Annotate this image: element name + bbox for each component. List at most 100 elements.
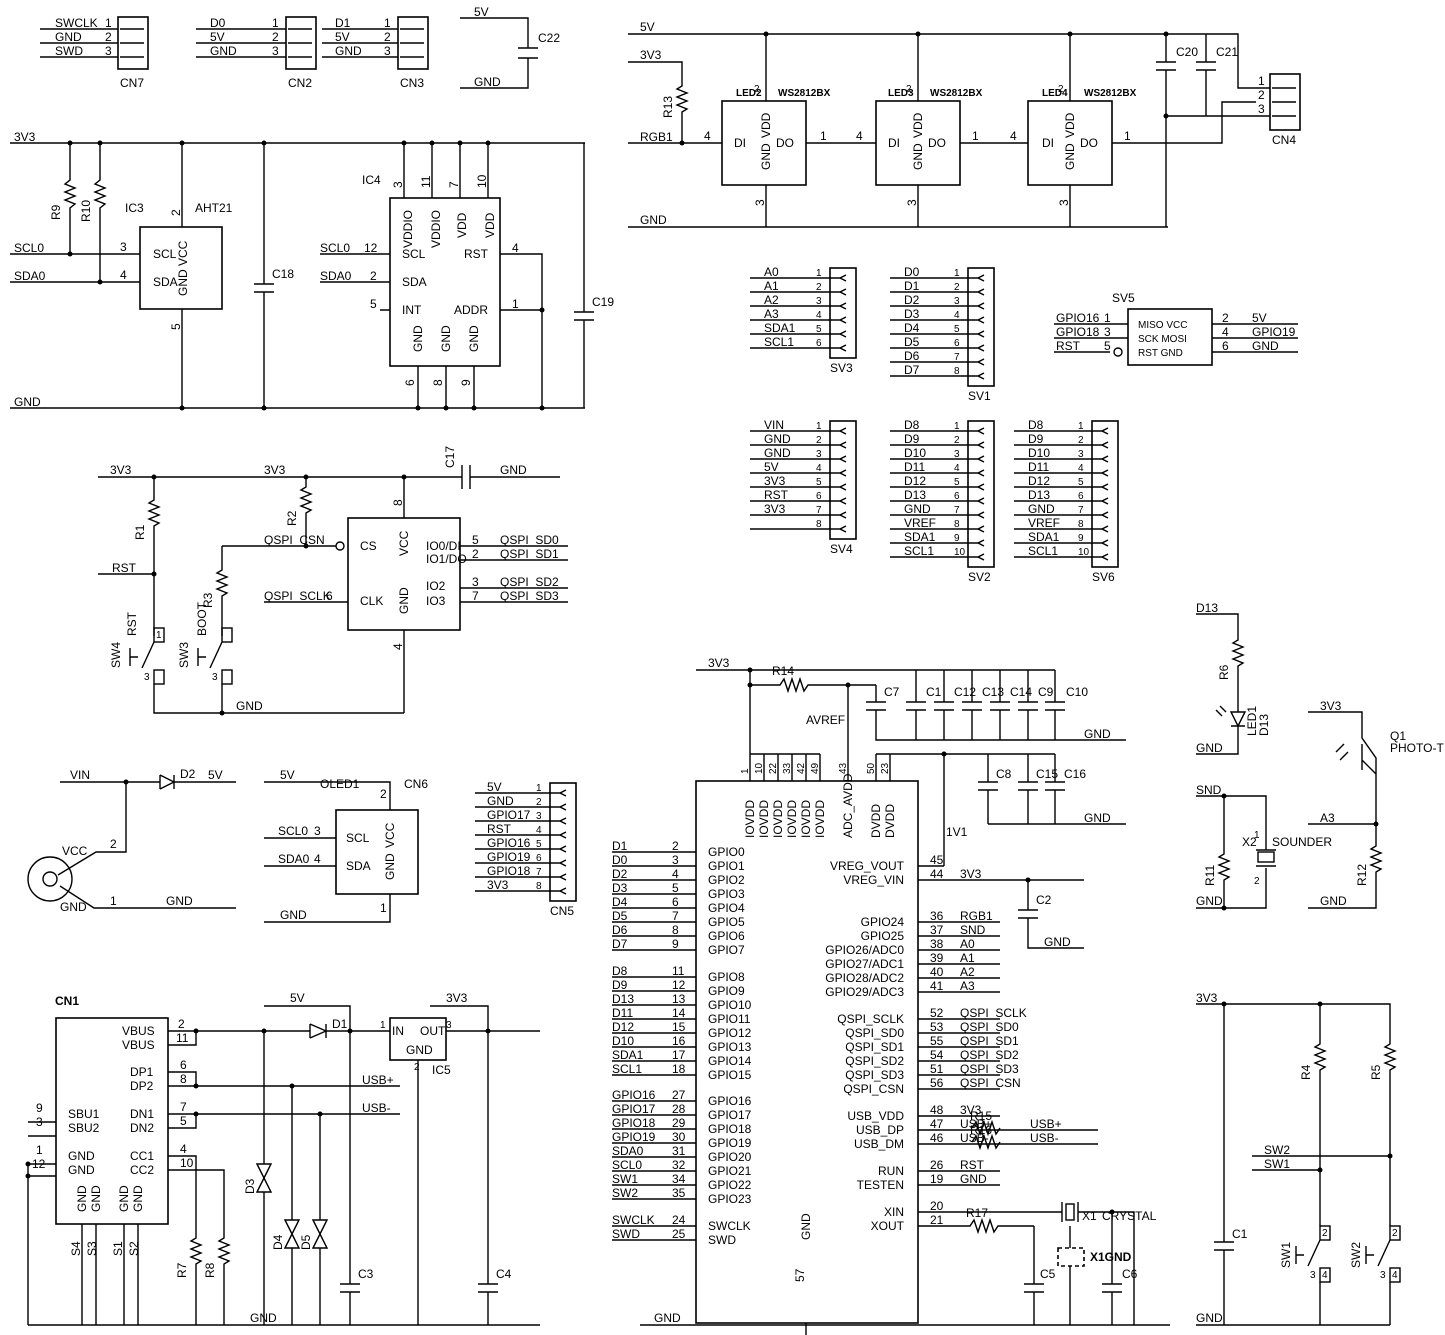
sv6-pin-num: 7 — [1078, 505, 1084, 516]
sv3-pin-wire — [750, 316, 847, 324]
usb-bot-gnd-4: GND — [131, 1185, 145, 1212]
sv5-inner-1: MISO VCC — [1138, 320, 1187, 331]
sv6-pin-label: GND — [1028, 502, 1055, 516]
mcu-left-net: D9 — [612, 978, 628, 992]
mcu-left-pin: GPIO4 — [708, 901, 745, 915]
cn5-pin-label: 3V3 — [487, 878, 509, 892]
sv2-pin-label: VREF — [904, 516, 936, 530]
sv4-pin-num: 3 — [816, 449, 822, 460]
sv2-pin-wire — [890, 525, 985, 533]
mcu-right-net: A3 — [960, 979, 975, 993]
mcu-usbp-net: USB+ — [1030, 1117, 1062, 1131]
flash-pin-7: 7 — [472, 589, 479, 603]
cn5-pin-num: 8 — [536, 881, 542, 892]
usb-bot-gnd-2: GND — [89, 1185, 103, 1212]
sv3-body — [829, 267, 857, 359]
r13-ref: R13 — [661, 96, 675, 118]
ic4-pin-12: 12 — [364, 241, 378, 255]
usb-vbus-2: VBUS — [122, 1038, 155, 1052]
mcu-left-pin: GPIO10 — [708, 998, 752, 1012]
sv5-icsp-header: SV5 GPIO16 GPIO18 RST 1 3 5 MISO VCC SCK… — [1054, 291, 1298, 366]
mcu-left-pin: SWCLK — [708, 1219, 751, 1233]
flash-gnd-pin: GND — [397, 587, 411, 614]
sv4-pin-wire — [750, 497, 847, 505]
usb-pin-11: 11 — [176, 1031, 189, 1045]
mcu-right-pin: GPIO28/ADC2 — [825, 971, 904, 985]
qspi-flash-block: 3V3 3V3 GND C17 R1 RST R2 QSPI_CSN R3 CS… — [98, 446, 568, 716]
c8-ref: C8 — [996, 767, 1012, 781]
mcu-right-net: QSPI_CSN — [960, 1076, 1021, 1090]
r12-ref: R12 — [1355, 864, 1369, 886]
mcu-top-num: 49 — [810, 762, 821, 774]
mcu-right-net: GND — [960, 1172, 987, 1186]
mcu-left-net: D5 — [612, 909, 628, 923]
mcu-left-pin: GPIO13 — [708, 1040, 752, 1054]
sv6-pin-label: SDA1 — [1028, 530, 1060, 544]
mcu-left-net: SWCLK — [612, 1213, 655, 1227]
sv6-pin-label: VREF — [1028, 516, 1060, 530]
ic3-sda-pin: SDA — [153, 275, 178, 289]
c15-ref: C15 — [1036, 767, 1058, 781]
sv5-inner-3: RST GND — [1138, 348, 1183, 359]
flash-pin-8: 8 — [391, 499, 405, 506]
sv1-pin-label: D6 — [904, 349, 920, 363]
oled-scl-pin: SCL — [346, 831, 370, 845]
mcu-top-num: 43 — [838, 762, 849, 774]
mcu-right-pin: USB_DP — [856, 1123, 904, 1137]
sv1-pin-label: D1 — [904, 279, 920, 293]
mcu-left-net: D12 — [612, 1020, 634, 1034]
r2-ref: R2 — [285, 510, 299, 526]
sv4-pin-num: 2 — [816, 435, 822, 446]
oled-gnd-label: GND — [280, 908, 307, 922]
usb-bot-gnd-3: GND — [117, 1185, 131, 1212]
c7-ref: C7 — [884, 685, 900, 699]
sv3-pin-label: SDA1 — [764, 321, 796, 335]
ic4-pin-4: 4 — [512, 241, 519, 255]
mcu-left-num: 12 — [672, 978, 686, 992]
c20-ref: C20 — [1176, 45, 1198, 59]
mcu-3v3-label: 3V3 — [708, 656, 730, 670]
cn5-pin-wire — [475, 817, 567, 825]
r9-ref: R9 — [49, 204, 63, 220]
sw1-ref: SW1 — [1279, 1242, 1293, 1268]
sv4-pin-num: 6 — [816, 491, 822, 502]
oled-ref: OLED1 — [320, 777, 360, 791]
aht-sda0-label: SDA0 — [14, 269, 46, 283]
sv2-pin-label: D8 — [904, 418, 920, 432]
mcu-left-pin: GPIO3 — [708, 887, 745, 901]
flash-sd2-net: QSPI_SD2 — [500, 575, 559, 589]
usb-s4: S4 — [69, 1241, 83, 1256]
d4-ref: D4 — [271, 1234, 285, 1250]
mcu-left-num: 5 — [672, 881, 679, 895]
sv5-r-2: GPIO19 — [1252, 325, 1296, 339]
mcu-left-net: GPIO18 — [612, 1116, 656, 1130]
mcu-left-net: D2 — [612, 867, 628, 881]
sounder-gnd-label: GND — [1196, 894, 1223, 908]
sv6-pin-label: D8 — [1028, 418, 1044, 432]
mcu-top-num: 42 — [796, 762, 807, 774]
r17-ref: R17 — [966, 1206, 988, 1220]
ic4-rst-pin: RST — [464, 247, 489, 261]
mcu-right-pin: XIN — [884, 1205, 904, 1219]
sw4-rst-label: RST — [125, 611, 139, 636]
led2-do: DO — [776, 136, 794, 150]
jack-pin-1: 1 — [110, 894, 117, 908]
cn7-pin-1-label: SWCLK — [55, 16, 98, 30]
sv4-pin-label: 5V — [764, 460, 779, 474]
sv2-pin-wire — [890, 427, 985, 435]
c10-ref: C10 — [1066, 685, 1088, 699]
ic5-ref: IC5 — [432, 1063, 451, 1077]
aht-gnd-label: GND — [14, 395, 41, 409]
sv6-pin-num: 4 — [1078, 463, 1084, 474]
r15-ref: R15 — [970, 1109, 992, 1123]
mcu-left-net: D0 — [612, 853, 628, 867]
mcu-left-pin: GPIO15 — [708, 1068, 752, 1082]
mcu-usbm-net: USB- — [1030, 1131, 1059, 1145]
usb-sbu2: SBU2 — [68, 1121, 100, 1135]
cn5-pin-wire — [475, 887, 567, 895]
cn2-num-3: 3 — [272, 44, 279, 58]
ic4-gnd-c: GND — [467, 325, 481, 352]
sv2-pin-num: 2 — [954, 435, 960, 446]
